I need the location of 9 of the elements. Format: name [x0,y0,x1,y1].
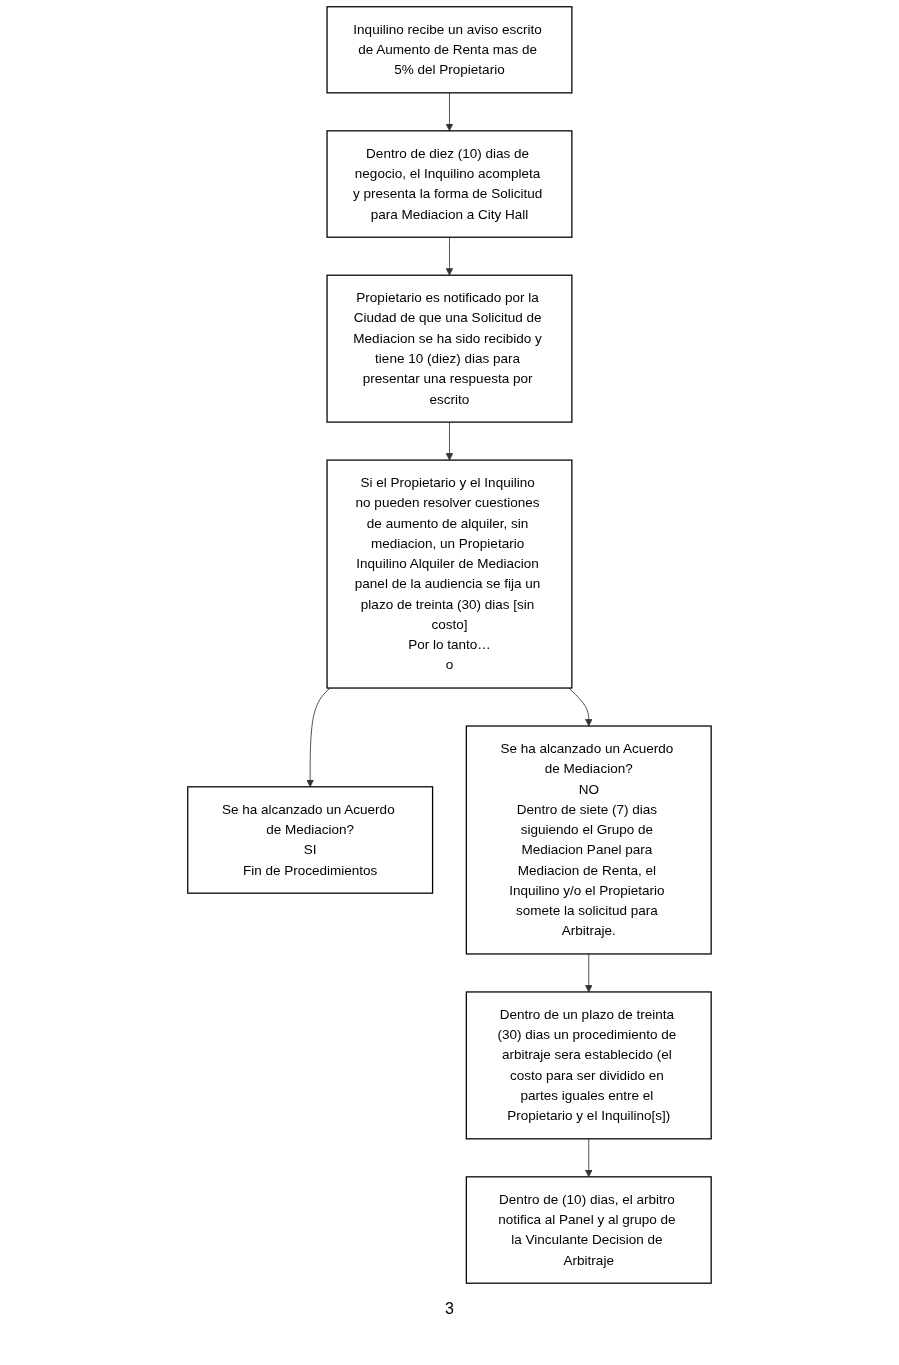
node-box: Se ha alcanzado un Acuerdo de Mediacion? NO Dentro de siete (7) dias siguiendo el Grupo de Mediacion Panel para Mediacion de Renta, el Inquilino y/o el Propietario somete la solicitud para Arbitraje. [465,725,712,955]
node-box: Si el Propietario y el Inquilino no pueden resolver cuestiones de aumento de alquiler, sin mediacion, un Propietario Inquilino Alquiler de Mediacion panel de la audiencia se fija un plazo de treinta (30) dias [sin costo] Por lo tanto… o [326,459,573,689]
node-box: Dentro de un plazo de treinta (30) dias un procedimiento de arbitraje sera establecido (el costo para ser dividido en partes iguales entre el Propietario y el Inquilino[s]) [465,991,712,1140]
node-box: Inquilino recibe un aviso escrito de Aumento de Renta mas de 5% del Propietario [326,6,573,94]
page-number: 3 [444,1300,455,1318]
node-box: Propietario es notificado por la Ciudad de que una Solicitud de Mediacion se ha sido recibido y tiene 10 (diez) dias para presentar una respuesta por escrito [326,274,573,423]
node-box: Se ha alcanzado un Acuerdo de Mediacion? SI Fin de Procedimientos [187,786,434,894]
node-box: Dentro de diez (10) dias de negocio, el Inquilino acompleta y presenta la forma de Solicitud para Mediacion a City Hall [326,130,573,238]
node-box: Dentro de (10) dias, el arbitro notifica al Panel y al grupo de la Vinculante Decision de Arbitraje [465,1176,712,1284]
